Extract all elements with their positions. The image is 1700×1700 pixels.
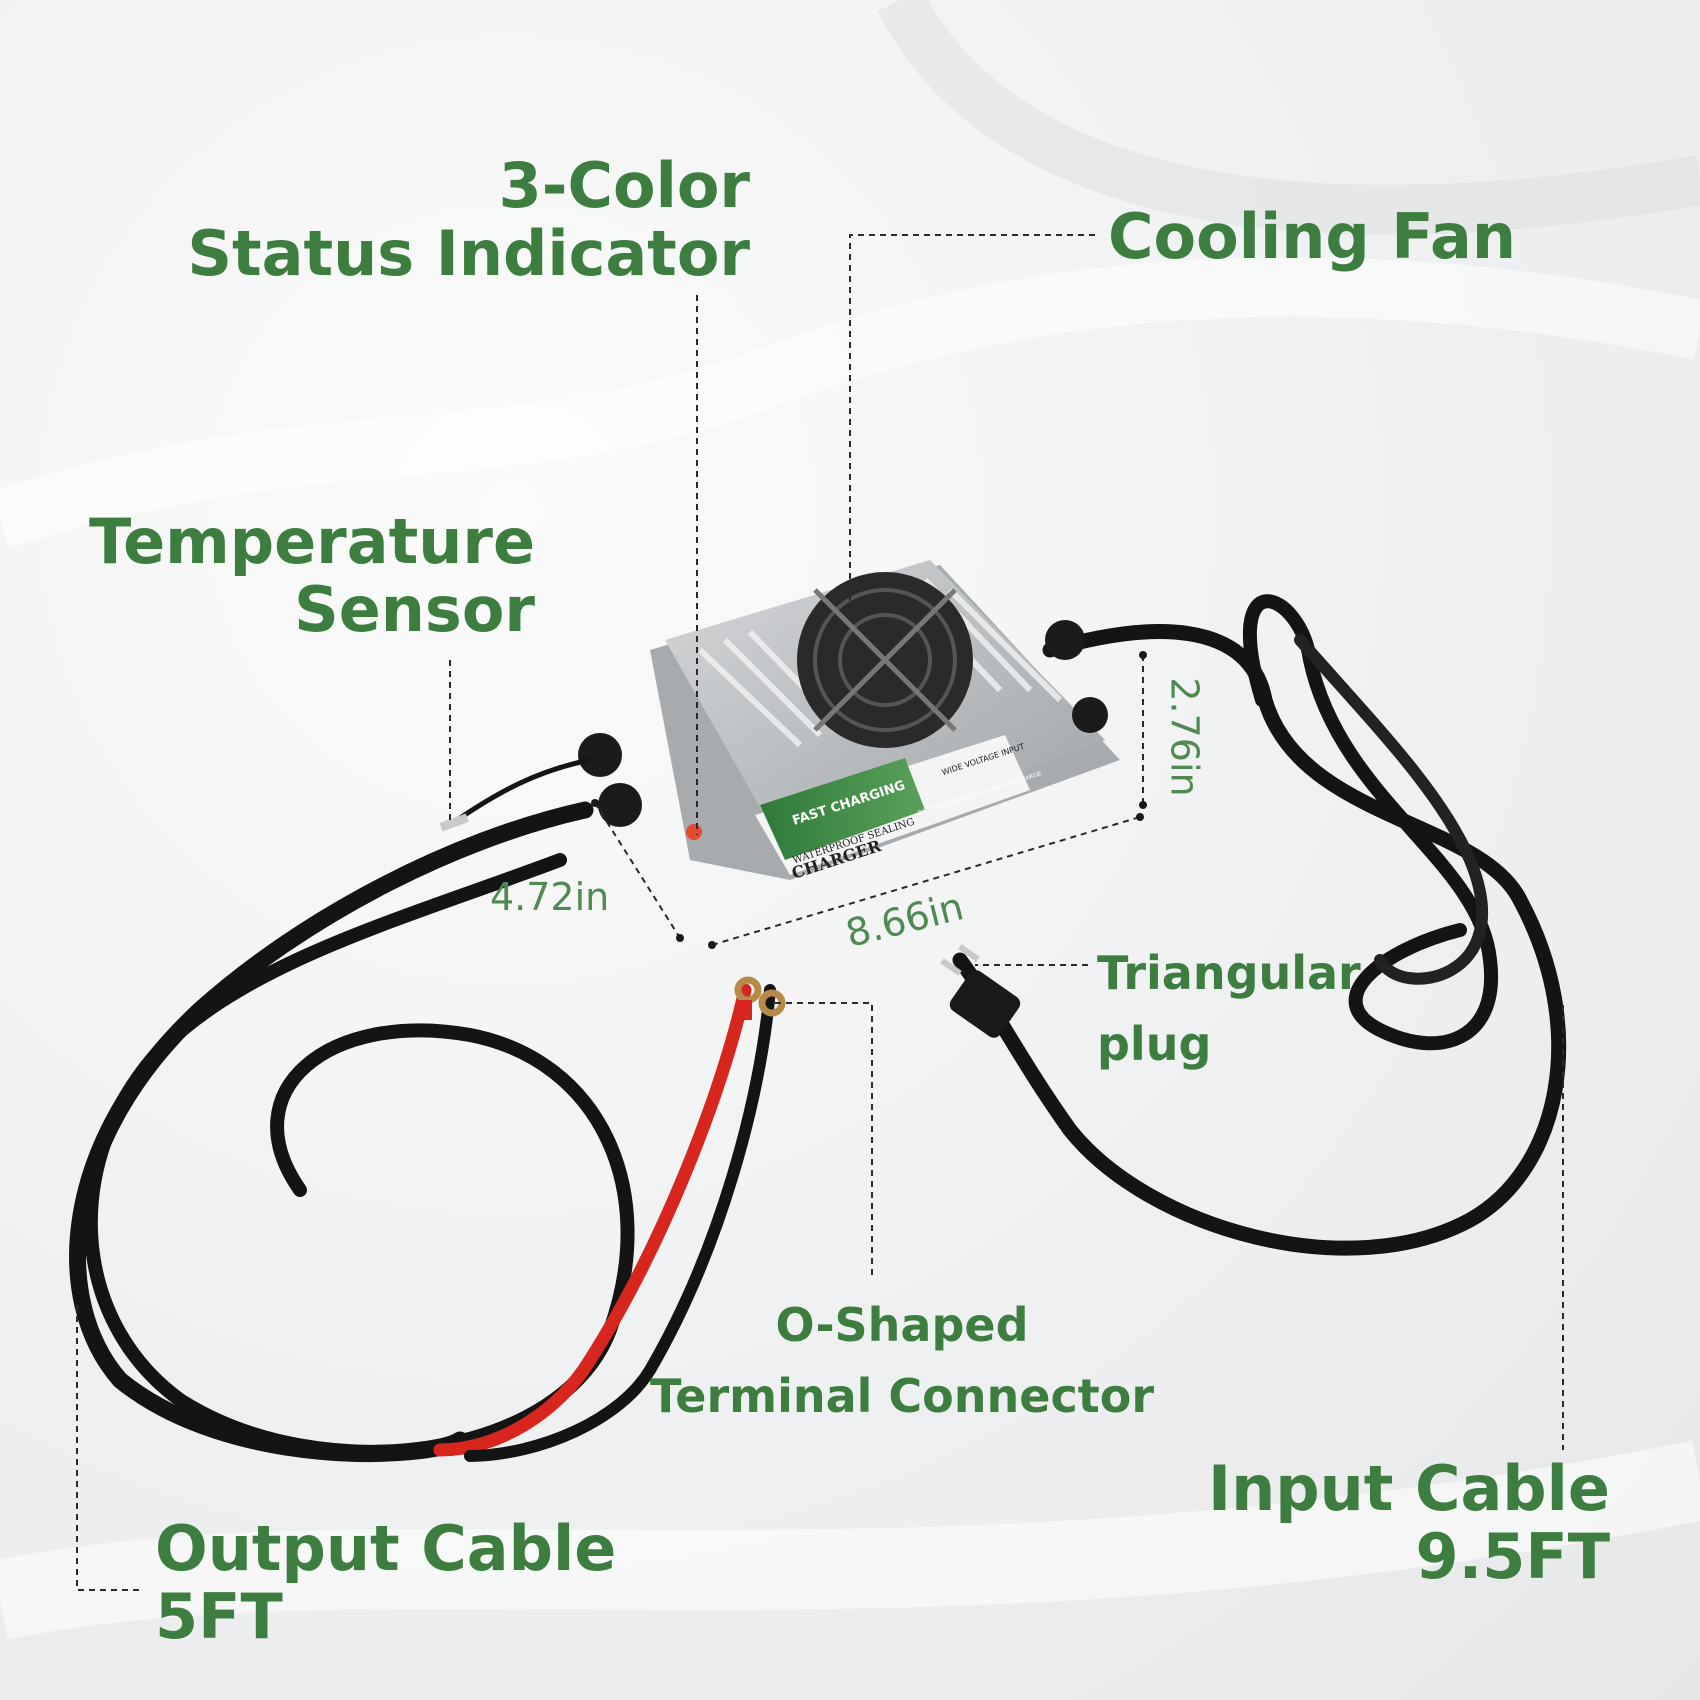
background-folds [877,0,1700,235]
triangular-plug-line-1: Triangular [1097,946,1361,1000]
temperature-sensor-line-1: Temperature [89,505,535,578]
output-cable-line-1: Output Cable [155,1512,617,1585]
triangular-plug-label: Triangular plug [1097,938,1361,1081]
input-cable [952,594,1567,1256]
status-indicator-label: 3-Color Status Indicator [187,149,750,291]
cooling-fan-label: Cooling Fan [1108,200,1516,273]
temperature-sensor-line-2: Sensor [294,573,535,647]
height-dimension: 2.76in [1162,677,1207,797]
output-cable-line-2: 5FT [155,1580,283,1654]
temperature-sensor-label: Temperature Sensor [89,505,535,647]
o-shaped-terminal-label: O-Shaped Terminal Connector [650,1290,1154,1433]
triangular-plug-icon [940,944,1021,1038]
input-cable-line-2: 9.5FT [1415,1520,1610,1594]
output-cable [69,801,776,1462]
dimension-lines [594,655,1144,946]
dimension-end-dots [591,651,1147,949]
input-cable-label: Input Cable 9.5FT [1208,1452,1610,1594]
ring-terminal-icon [734,976,786,1020]
input-cable-line-1: Input Cable [1208,1452,1610,1525]
status-indicator-line-1: 3-Color [498,149,750,222]
triangular-plug-line-2: plug [1097,1017,1212,1072]
o-shaped-terminal-line-1: O-Shaped [775,1298,1029,1352]
width-dimension: 4.72in [490,875,610,919]
charger-unit-image [439,560,1120,880]
o-shaped-terminal-line-2: Terminal Connector [650,1369,1155,1424]
leader-lines [76,234,1564,1591]
cooling-fan-text: Cooling Fan [1108,200,1516,273]
output-cable-label: Output Cable 5FT [155,1512,617,1654]
status-indicator-line-2: Status Indicator [187,217,750,291]
cooling-fan-icon [797,572,973,748]
